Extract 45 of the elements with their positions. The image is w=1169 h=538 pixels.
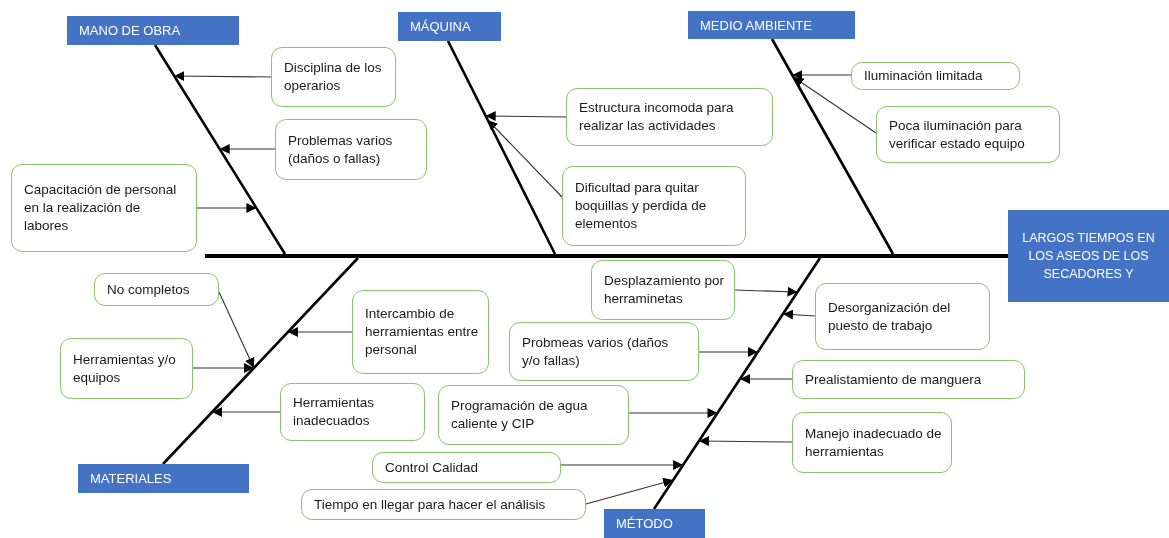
cause-box: Estructura incomoda para realizar las actividades [566, 88, 773, 146]
cause-box: No completos [94, 273, 219, 306]
arrow [560, 460, 684, 470]
problem-box: LARGOS TIEMPOS EN LOS ASEOS DE LOS SECADORES Y [1008, 210, 1169, 302]
cause-box: Iluminación limitada [851, 62, 1020, 90]
cause-box: Disciplina de los operarios [271, 47, 396, 107]
cause-box: Herramientas inadecuados [280, 383, 425, 441]
arrow [585, 477, 674, 505]
category-label: MANO DE OBRA [67, 16, 239, 45]
arrow [218, 291, 255, 369]
cause-box: Poca iluminación para verificar estado equipo [876, 106, 1060, 163]
cause-box: Intercambio de herramientas entre personal [352, 290, 489, 374]
arrow [219, 144, 276, 154]
arrow [196, 203, 257, 213]
arrow [734, 286, 799, 297]
arrow [487, 119, 563, 198]
cause-box: Dificultad para quitar boquillas y perdida de elementos [562, 166, 746, 246]
arrow [485, 111, 567, 122]
category-label: MÁQUINA [398, 12, 501, 41]
cause-box: Control Calidad [372, 452, 561, 483]
cause-box: Problemas varios (daños o fallas) [275, 119, 427, 180]
arrow [628, 408, 719, 418]
category-label: MEDIO AMBIENTE [688, 11, 855, 39]
cause-box: Manejo inadecuado de herramientas [792, 412, 952, 473]
arrow [173, 71, 272, 82]
arrow [782, 309, 816, 320]
cause-box: Capacitación de personal en la realización de labores [11, 164, 197, 252]
bone-line [446, 40, 557, 255]
arrow [739, 374, 793, 384]
category-label: MATERIALES [78, 464, 249, 493]
cause-box: Programación de agua caliente y CIP [438, 385, 629, 445]
cause-box: Desplazamiento por herraminetas [591, 260, 735, 320]
cause-box: Tiempo en llegar para hacer el análisis [301, 489, 586, 520]
cause-box: Prealistamiento de manguera [792, 360, 1025, 399]
arrow [211, 407, 281, 417]
arrow [192, 363, 255, 373]
cause-box: Probmeas varios (daños y/o fallas) [509, 322, 699, 381]
category-label: MÉTODO [604, 509, 705, 538]
arrow [791, 70, 852, 80]
cause-box: Desorganización del puesto de trabajo [815, 283, 990, 350]
arrow [287, 327, 353, 337]
cause-box: Herramientas y/o equipos [60, 338, 193, 399]
arrow [698, 347, 759, 357]
arrow [792, 76, 877, 134]
arrow [698, 436, 793, 447]
